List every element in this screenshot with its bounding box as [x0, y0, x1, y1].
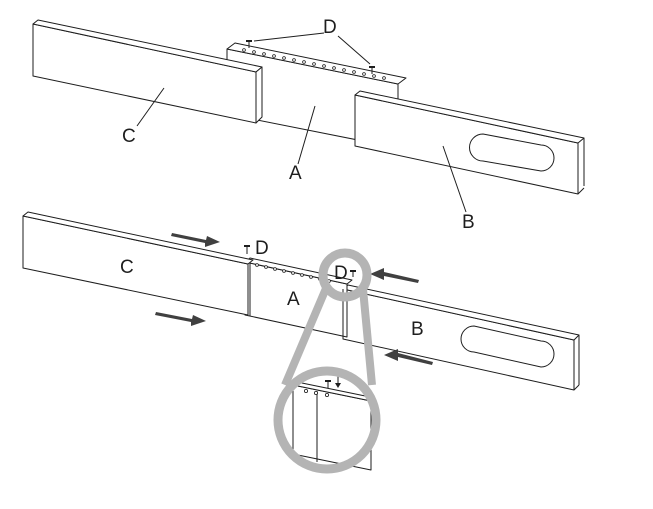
label-c-top: C: [122, 126, 136, 147]
arrow-left-icon: [370, 268, 419, 283]
leader-d-right: [337, 35, 371, 65]
label-b-bottom: B: [411, 319, 424, 340]
panel-b-assembled: [342, 284, 580, 391]
panel-c-assembled: [22, 211, 254, 316]
label-a-bottom: A: [287, 289, 300, 310]
magnifier-detail: D: [273, 248, 381, 474]
magnified-joint: [292, 374, 376, 471]
window-slot: [469, 133, 555, 172]
screw-icon: [369, 66, 375, 74]
label-a-top: A: [289, 163, 302, 184]
screw-icon: [350, 270, 356, 277]
label-b-top: B: [462, 212, 475, 233]
magnifier-ring-large: [273, 366, 381, 474]
panel-c-exploded: [32, 19, 263, 124]
magnifier-connector-right: [359, 288, 376, 386]
label-d-magnifier: D: [334, 263, 348, 284]
screw-icon: [244, 245, 250, 254]
panel-a-hole-row: [242, 48, 386, 80]
label-d-bottom: D: [255, 238, 269, 259]
label-d-top: D: [323, 17, 337, 38]
arrow-left-icon: [384, 349, 433, 365]
magnifier-ring-small: [318, 248, 372, 302]
magnifier-connector-left: [281, 284, 331, 387]
screw-icon: [325, 380, 331, 388]
label-c-bottom: C: [120, 257, 134, 278]
arrow-right-icon: [155, 312, 206, 326]
exploded-view: D C A B: [32, 17, 585, 233]
panel-b-exploded: [354, 90, 585, 195]
leader-a: [297, 105, 316, 165]
arrow-right-icon: [171, 233, 220, 247]
window-slot: [460, 325, 555, 368]
leader-d-left: [253, 32, 325, 42]
leader-c: [136, 87, 165, 127]
assembled-view: D C A B D: [22, 211, 580, 474]
screw-icon: [246, 40, 252, 48]
leader-b: [442, 145, 467, 213]
